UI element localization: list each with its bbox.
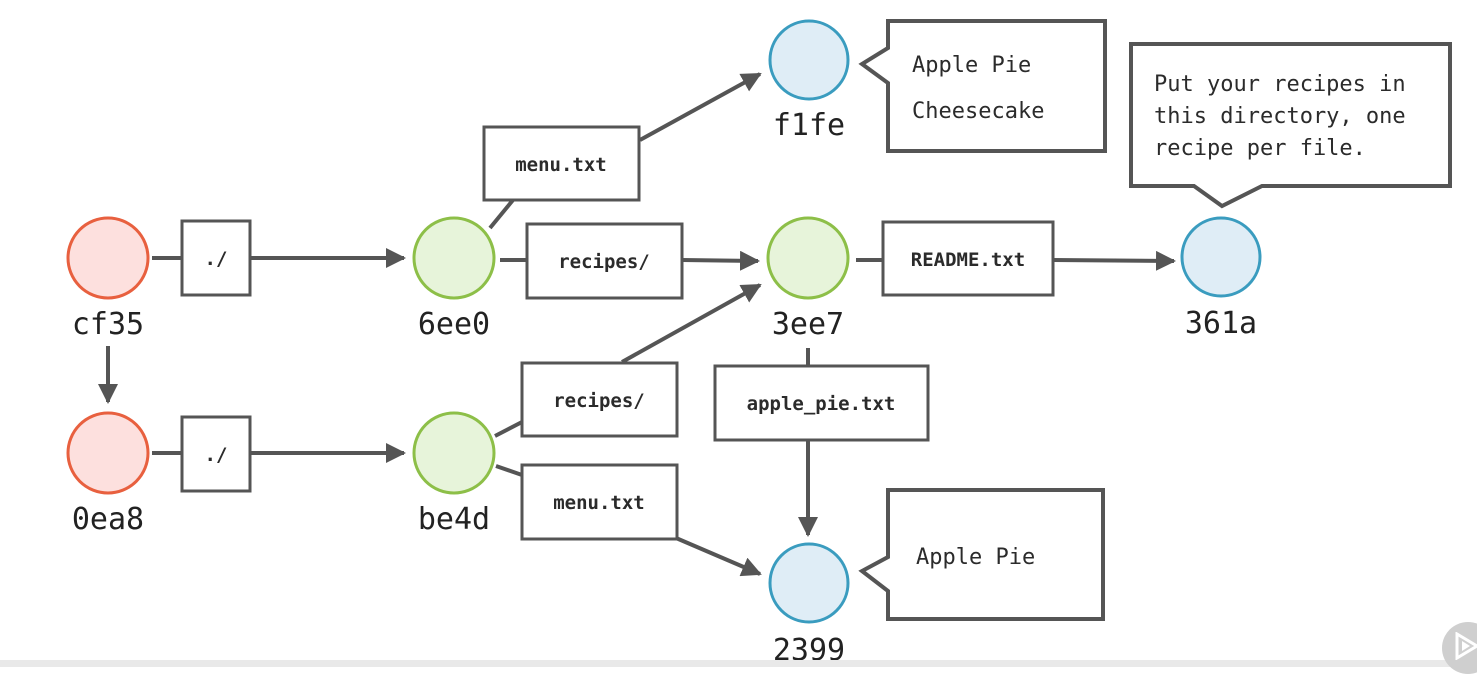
edge-label-be4d-menu: menu.txt <box>520 463 679 541</box>
player-badge[interactable] <box>1442 622 1477 674</box>
edge-label-0ea8-root: ./ <box>180 415 252 493</box>
svg-text:this directory, one: this directory, one <box>1154 104 1406 129</box>
edge-3ee7-361a-out <box>1052 250 1176 271</box>
svg-text:6ee0: 6ee0 <box>418 307 490 342</box>
svg-text:0ea8: 0ea8 <box>72 502 144 537</box>
edge-label-6ee0-recipes: recipes/ <box>525 222 684 300</box>
svg-text:./: ./ <box>205 444 228 466</box>
edge-be4d-2399-out <box>675 536 762 577</box>
svg-text:recipe per file.: recipe per file. <box>1154 136 1366 161</box>
blob-node-2399: 2399 <box>768 542 850 667</box>
svg-text:cf35: cf35 <box>72 307 144 342</box>
svg-text:Cheesecake: Cheesecake <box>912 99 1044 124</box>
edge-be4d-3ee7-in <box>494 420 523 438</box>
note-361a: Put your recipes in this directory, one … <box>1129 42 1452 209</box>
edge-label-3ee7-apple-pie: apple_pie.txt <box>713 364 930 442</box>
tree-node-3ee7: 3ee7 <box>766 216 850 342</box>
note-2399: Apple Pie <box>858 488 1105 621</box>
svg-text:be4d: be4d <box>418 502 490 537</box>
svg-text:recipes/: recipes/ <box>558 251 650 273</box>
svg-text:361a: 361a <box>1185 306 1257 341</box>
edge-6ee0-f1fe-out <box>639 72 762 142</box>
svg-text:f1fe: f1fe <box>773 108 845 143</box>
svg-text:apple_pie.txt: apple_pie.txt <box>747 393 896 415</box>
svg-text:3ee7: 3ee7 <box>772 307 844 342</box>
tree-node-6ee0: 6ee0 <box>412 216 496 342</box>
edge-label-cf35-root: ./ <box>180 219 252 297</box>
svg-text:recipes/: recipes/ <box>553 390 645 412</box>
note-f1fe: Apple Pie Cheesecake <box>858 19 1107 153</box>
svg-text:Apple Pie: Apple Pie <box>912 53 1031 78</box>
edge-label-6ee0-menu: menu.txt <box>482 125 641 202</box>
player-bar <box>0 660 1477 667</box>
commit-node-0ea8: 0ea8 <box>66 411 150 537</box>
edge-be4d-2399-in <box>495 464 523 477</box>
tree-node-be4d: be4d <box>412 411 496 537</box>
svg-text:Apple Pie: Apple Pie <box>916 545 1035 570</box>
blob-node-361a: 361a <box>1180 216 1262 341</box>
svg-text:menu.txt: menu.txt <box>553 492 645 514</box>
play-icon <box>1455 632 1477 660</box>
svg-text:./: ./ <box>205 248 228 270</box>
svg-text:README.txt: README.txt <box>911 249 1025 271</box>
edge-be4d-3ee7-out <box>621 283 762 364</box>
edge-6ee0-f1fe-in <box>488 198 515 230</box>
edge-label-be4d-recipes: recipes/ <box>520 361 679 438</box>
blob-node-f1fe: f1fe <box>768 19 850 143</box>
svg-text:Put your recipes in: Put your recipes in <box>1154 72 1406 97</box>
edge-6ee0-3ee7-out <box>681 250 760 271</box>
svg-text:menu.txt: menu.txt <box>515 154 607 176</box>
commit-node-cf35: cf35 <box>66 216 150 342</box>
edge-label-3ee7-readme: README.txt <box>881 220 1055 297</box>
